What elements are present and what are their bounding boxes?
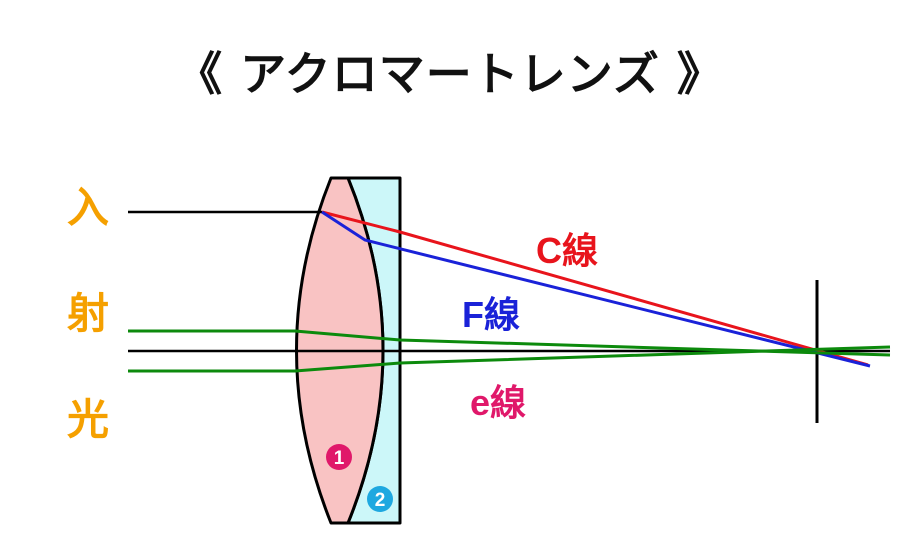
lens-2-badge [367,486,393,512]
e-line-ray-lower [128,345,891,373]
e-line-ray-upper [128,329,891,357]
incident-label-char-1: 入 [66,183,109,232]
page-title: 《 アクロマートレンズ 》 [176,47,724,101]
lens-1-number: 1 [334,448,345,469]
lens-1-badge [326,444,352,470]
e-line-label: e線 [470,382,527,423]
c-line-label: C線 [536,230,598,271]
f-line-label: F線 [462,294,520,335]
c-line-ray [321,210,869,367]
f-line-ray [321,210,871,368]
lens-2-number: 2 [375,490,386,511]
incident-label-char-2: 射 [66,289,109,338]
incident-label-char-3: 光 [66,395,109,444]
